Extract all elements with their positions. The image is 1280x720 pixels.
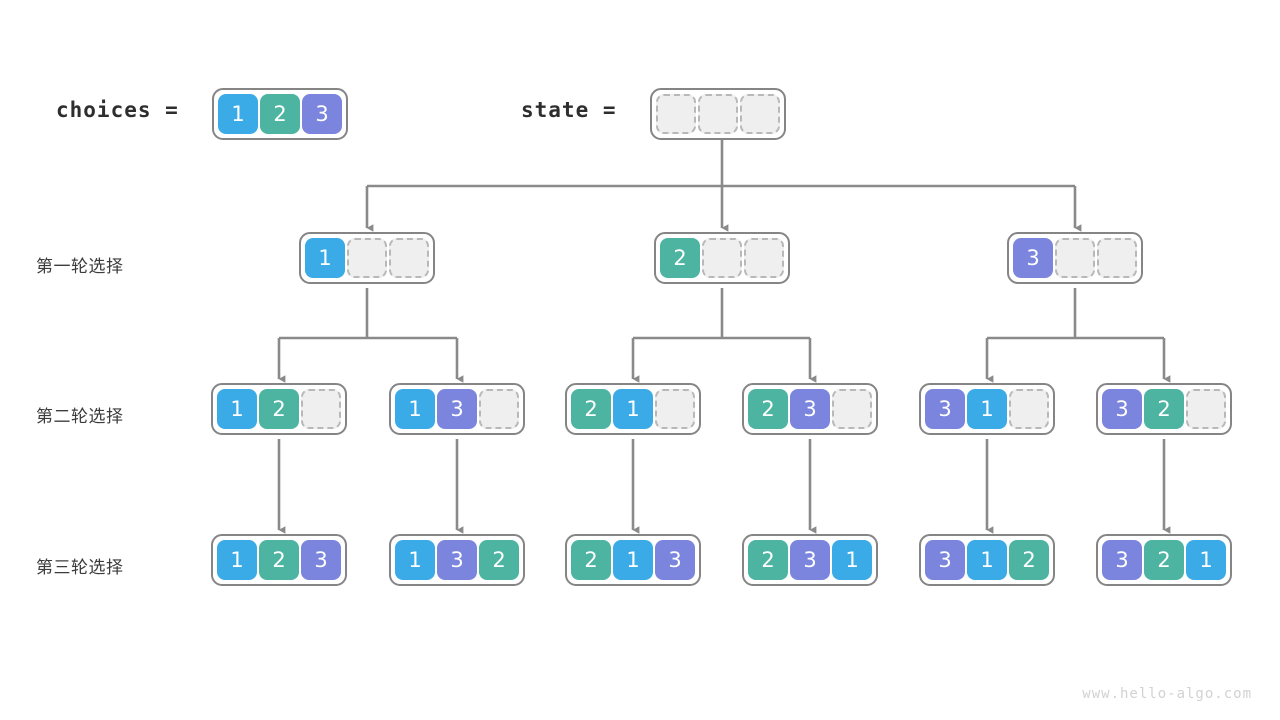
state-node-round1-1-cell-1 — [702, 238, 742, 278]
state-node-round2-4-cell-1: 1 — [967, 389, 1007, 429]
state-node-round3-4-cell-2: 2 — [1009, 540, 1049, 580]
row-label-round-2: 第二轮选择 — [36, 407, 124, 426]
state-node-round1-0-cell-1 — [347, 238, 387, 278]
state-cell-0 — [656, 94, 696, 134]
state-node-round1-2-cell-2 — [1097, 238, 1137, 278]
state-node-round3-2-cell-2: 3 — [655, 540, 695, 580]
state-node-round3-0-cell-2: 3 — [301, 540, 341, 580]
state-node-round2-2-cell-2 — [655, 389, 695, 429]
state-node-round2-5-cell-1: 2 — [1144, 389, 1184, 429]
state-node-round2-5-cell-0: 3 — [1102, 389, 1142, 429]
watermark: www.hello-algo.com — [1082, 686, 1252, 702]
state-node-round2-2-cell-1: 1 — [613, 389, 653, 429]
state-node-round3-5-cell-2: 1 — [1186, 540, 1226, 580]
state-node-round1-1-cell-0: 2 — [660, 238, 700, 278]
state-node-round2-2-cell-0: 2 — [571, 389, 611, 429]
state-node-round1-2-cell-0: 3 — [1013, 238, 1053, 278]
state-node-round3-1-cell-0: 1 — [395, 540, 435, 580]
state-node-round2-3-cell-0: 2 — [748, 389, 788, 429]
state-node-round1-0-cell-2 — [389, 238, 429, 278]
state-node-round2-0-cell-2 — [301, 389, 341, 429]
state-node-round3-5-cell-0: 3 — [1102, 540, 1142, 580]
state-node-round1-0: 1 — [299, 232, 435, 284]
choices-cell-2: 3 — [302, 94, 342, 134]
state-node-round2-3-cell-2 — [832, 389, 872, 429]
state-node-round2-1-cell-2 — [479, 389, 519, 429]
state-node-round2-0-cell-1: 2 — [259, 389, 299, 429]
row-label-round-1: 第一轮选择 — [36, 257, 124, 276]
state-node-round2-1-cell-1: 3 — [437, 389, 477, 429]
state-node-round1-1-cell-2 — [744, 238, 784, 278]
state-node-round3-5-cell-1: 2 — [1144, 540, 1184, 580]
choices-cell-1: 2 — [260, 94, 300, 134]
row-label-round-3: 第三轮选择 — [36, 558, 124, 577]
state-node-round3-2-cell-1: 1 — [613, 540, 653, 580]
state-node-round3-4-cell-1: 1 — [967, 540, 1007, 580]
state-node-round2-5-cell-2 — [1186, 389, 1226, 429]
state-node-round1-2: 3 — [1007, 232, 1143, 284]
state-node-round3-3-cell-1: 3 — [790, 540, 830, 580]
state-node-round3-3-cell-2: 1 — [832, 540, 872, 580]
state-node-round2-0-cell-0: 1 — [217, 389, 257, 429]
state-node-round3-4-cell-0: 3 — [925, 540, 965, 580]
state-array — [650, 88, 786, 140]
state-node-round2-3-cell-1: 3 — [790, 389, 830, 429]
state-node-round1-1: 2 — [654, 232, 790, 284]
choices-label: choices = — [56, 98, 179, 122]
state-node-round3-0-cell-1: 2 — [259, 540, 299, 580]
state-node-round3-0-cell-0: 1 — [217, 540, 257, 580]
state-node-round2-1-cell-0: 1 — [395, 389, 435, 429]
state-node-round2-4-cell-0: 3 — [925, 389, 965, 429]
state-node-round2-4-cell-2 — [1009, 389, 1049, 429]
state-cell-1 — [698, 94, 738, 134]
state-node-round1-0-cell-0: 1 — [305, 238, 345, 278]
state-label: state = — [521, 98, 617, 122]
state-node-round1-2-cell-1 — [1055, 238, 1095, 278]
state-node-round3-1-cell-1: 3 — [437, 540, 477, 580]
state-node-round3-1-cell-2: 2 — [479, 540, 519, 580]
choices-cell-0: 1 — [218, 94, 258, 134]
state-node-round3-2-cell-0: 2 — [571, 540, 611, 580]
state-cell-2 — [740, 94, 780, 134]
state-node-round3-3-cell-0: 2 — [748, 540, 788, 580]
